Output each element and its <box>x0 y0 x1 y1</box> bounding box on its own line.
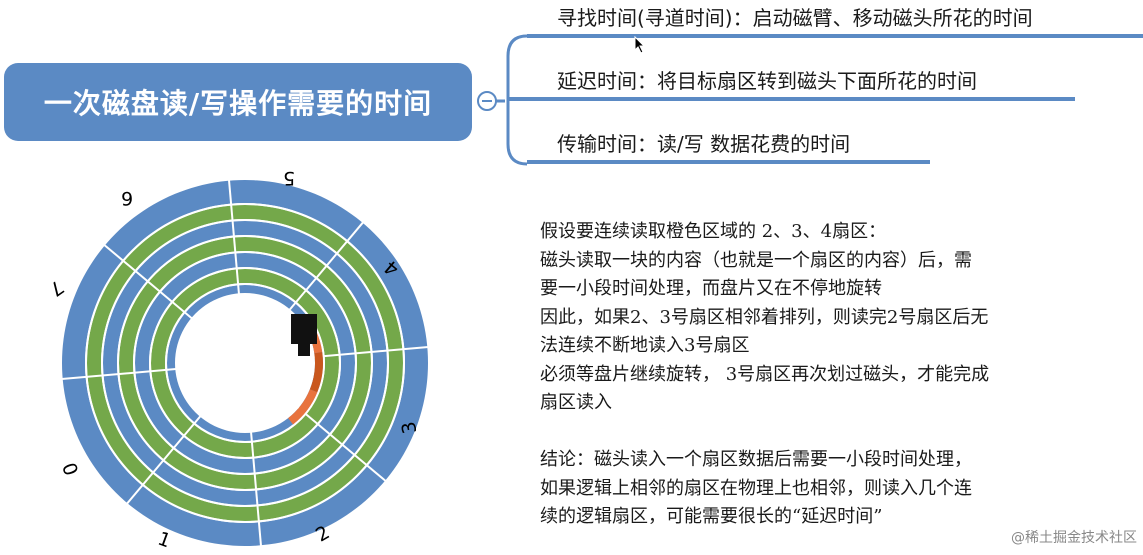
sector-divider <box>296 405 387 483</box>
explanation-line: 必须等盘片继续旋转， 3号扇区再次划过磁头，才能完成 <box>540 363 990 385</box>
conclusion-line: 续的逻辑扇区，可能需要很长的“延迟时间” <box>540 506 883 527</box>
conclusion-paragraph: 结论：磁头读入一个扇区数据后需要一小段时间处理， 如果逻辑上相邻的扇区在物理上也… <box>540 446 1130 532</box>
track-gap <box>85 203 405 523</box>
track-gap <box>133 251 357 475</box>
track-gap <box>149 267 341 459</box>
branch-transfer-time[interactable]: 传输时间：读/写 数据花费的时间 <box>557 132 851 156</box>
sector-divider <box>249 430 263 547</box>
explanation-line: 因此，如果2、3号扇区相邻着排列，则读完2号扇区后无 <box>540 306 989 328</box>
collapse-icon[interactable] <box>477 91 497 111</box>
mindmap-root-label: 一次磁盘读/写操作需要的时间 <box>43 87 433 120</box>
sector-number-6: 6 <box>121 187 134 209</box>
explanation-line: 假设要连续读取橙色区域的 2、3、4扇区： <box>540 221 887 242</box>
explanation-line: 磁头读取一块的内容（也就是一个扇区的内容）后，需 <box>540 249 972 271</box>
conclusion-line: 结论：磁头读入一个扇区数据后需要一小段时间处理， <box>540 449 972 470</box>
sector-divider <box>125 414 203 505</box>
track-gap <box>165 283 325 443</box>
track-gap <box>101 219 389 507</box>
explanation-paragraph: 假设要连续读取橙色区域的 2、3、4扇区： 磁头读取一块的内容（也就是一个扇区的… <box>540 218 1130 418</box>
sector-divider <box>61 367 178 381</box>
branch-seek-time[interactable]: 寻找时间(寻道时间)：启动磁臂、移动磁头所花的时间 <box>557 6 1033 30</box>
orange-sector <box>309 352 323 393</box>
disk-tracks <box>61 179 428 546</box>
explanation-line: 要一小段时间处理，而盘片又在不停地旋转 <box>540 278 882 299</box>
disk-platter-diagram <box>61 179 429 547</box>
watermark: @稀土掘金技术社区 <box>1011 530 1137 546</box>
sector-number-5: 5 <box>283 167 296 189</box>
orange-sector <box>288 389 318 425</box>
sector-divider <box>287 221 365 312</box>
sector-divider <box>227 179 241 296</box>
conclusion-line: 如果逻辑上相邻的扇区在物理上也相邻，则读入几个连 <box>540 477 972 499</box>
spindle-hole <box>177 295 313 431</box>
sector-divider <box>312 345 429 359</box>
track-gap <box>117 235 373 491</box>
branch-rotational-delay[interactable]: 延迟时间：将目标扇区转到磁头下面所花的时间 <box>557 69 977 93</box>
mouse-cursor-icon <box>634 36 646 54</box>
sector-dividers <box>61 179 429 547</box>
sector-divider <box>103 243 194 321</box>
disk-head <box>291 314 317 356</box>
explanation-line: 法连续不断地读入3号扇区 <box>540 335 750 356</box>
explanation-line: 扇区读入 <box>540 392 612 413</box>
mindmap-root-node[interactable]: 一次磁盘读/写操作需要的时间 <box>4 63 472 141</box>
